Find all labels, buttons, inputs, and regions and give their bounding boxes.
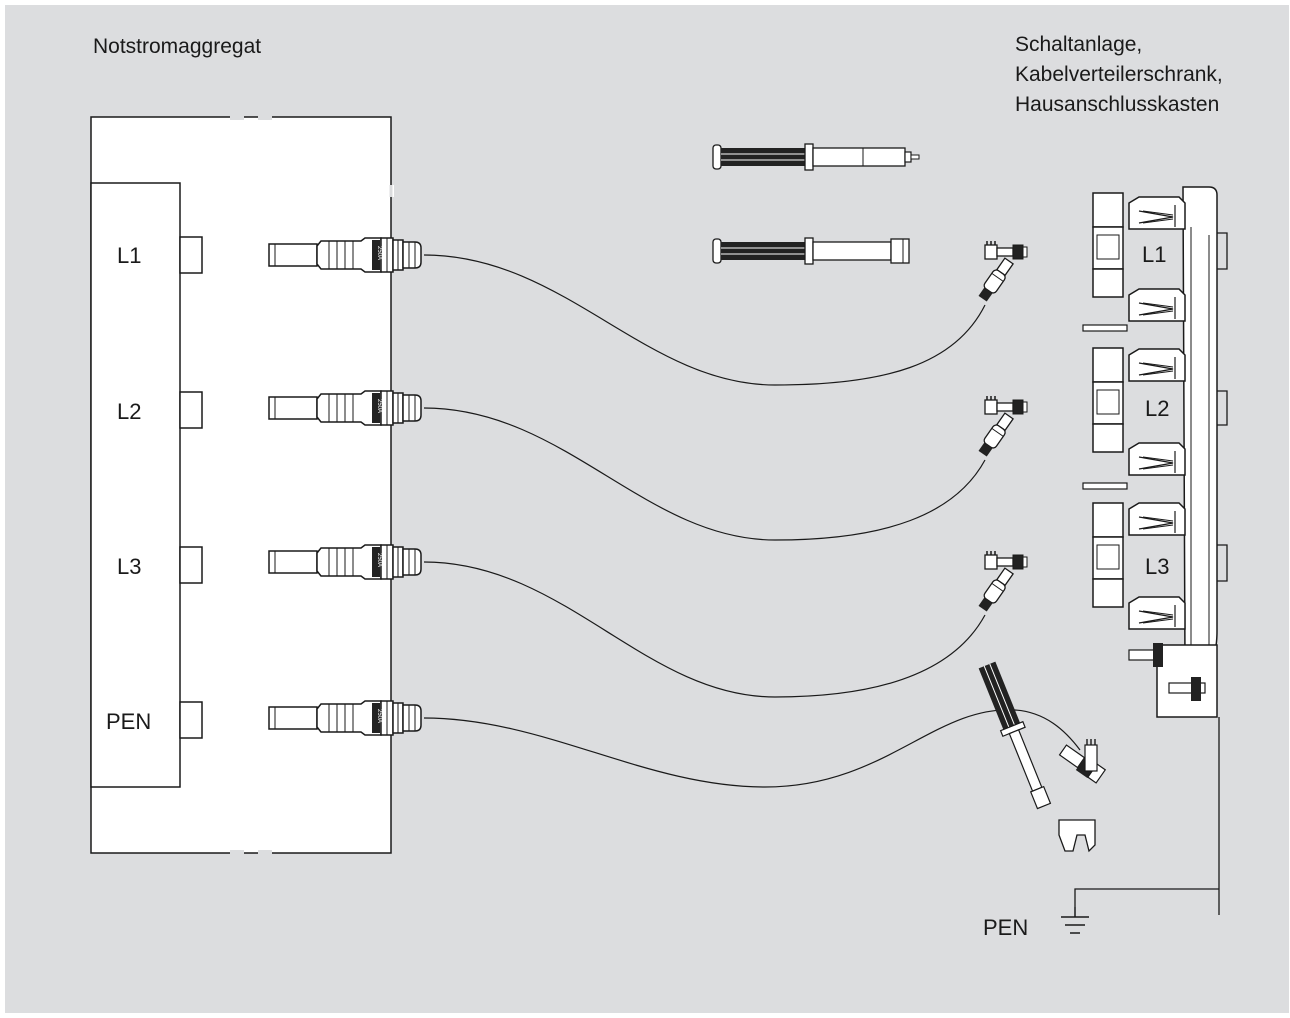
generator-title: Notstromaggregat: [93, 35, 261, 58]
ground-symbol-icon: [1061, 907, 1089, 934]
socket-pen: [179, 701, 203, 739]
cable-l2: [423, 407, 986, 541]
cable-l3: [423, 561, 986, 698]
generator-label-pen: PEN: [106, 709, 151, 734]
plug-rating-pen: 250A: [376, 709, 382, 723]
ground-label: PEN: [983, 915, 1028, 940]
distribution-panel: [1082, 186, 1228, 718]
pen-clamp-tool-icon: [978, 661, 1107, 853]
knife-contact: [1128, 288, 1186, 322]
plug-rating-l1: 250A: [376, 246, 382, 260]
cable-pen: [423, 709, 1081, 788]
fuse-base-icon: [1092, 347, 1124, 453]
panel-label-l2: L2: [1145, 396, 1169, 421]
knife-contact: [1128, 442, 1186, 476]
fuse-base-icon: [1092, 192, 1124, 298]
panel-title-line-3: Hausanschlusskasten: [1015, 93, 1219, 116]
generator-label-l2: L2: [117, 399, 141, 424]
ground-wire: [1074, 717, 1220, 915]
generator-label-l3: L3: [117, 554, 141, 579]
knife-contact: [1128, 596, 1186, 630]
diagram: Notstromaggregat Schaltanlage, Kabelvert…: [5, 5, 1289, 1013]
phase-separator: [1082, 324, 1128, 332]
panel-title-line-2: Kabelverteilerschrank,: [1015, 63, 1223, 86]
panel-title-line-1: Schaltanlage,: [1015, 33, 1142, 56]
socket-l2: [179, 391, 203, 429]
insulated-probe-icon: [712, 237, 910, 265]
panel-label-l1: L1: [1142, 242, 1166, 267]
plug-rating-l2: 250A: [376, 399, 382, 413]
panel-label-l3: L3: [1145, 554, 1169, 579]
knife-contact: [1128, 196, 1186, 230]
phase-separator: [1082, 482, 1128, 490]
knife-contact: [1128, 348, 1186, 382]
knife-contact: [1128, 502, 1186, 536]
plug-rating-l3: 250A: [376, 553, 382, 567]
fuse-base-icon: [1092, 502, 1124, 608]
generator-terminal-panel: [90, 182, 181, 788]
cable-l1: [423, 254, 986, 386]
test-probe-icon: [712, 143, 920, 171]
socket-l3: [179, 546, 203, 584]
socket-l1: [179, 236, 203, 274]
generator-label-l1: L1: [117, 243, 141, 268]
